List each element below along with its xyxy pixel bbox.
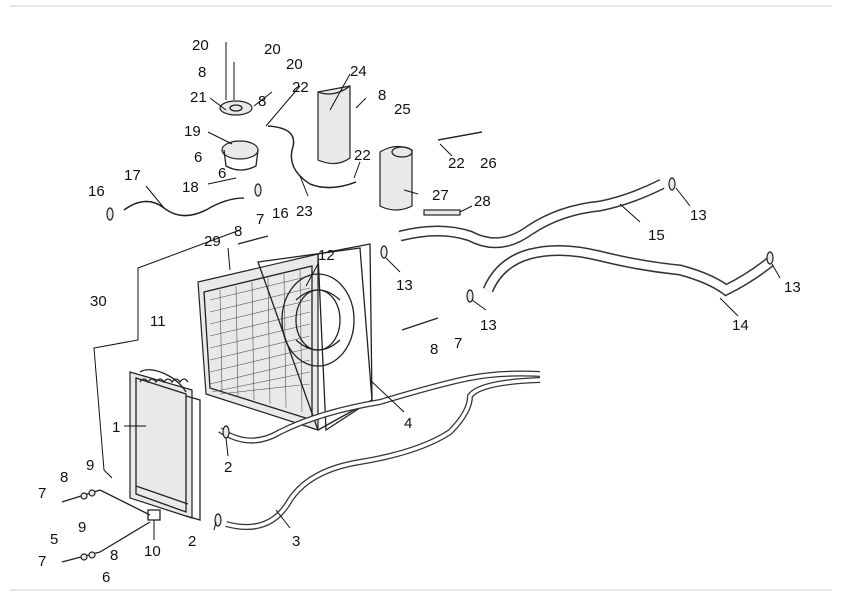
label-7d: 7 (38, 553, 46, 570)
callout-labels: 20 20 20 8 8 21 24 22 8 25 19 6 6 18 16 … (38, 37, 801, 586)
label-8d: 8 (234, 223, 242, 240)
coolant-pipes-4-3 (218, 370, 541, 530)
label-20c: 20 (286, 56, 303, 73)
label-15: 15 (648, 227, 665, 244)
label-25: 25 (394, 101, 411, 118)
label-22a: 22 (292, 79, 309, 96)
label-13d: 13 (784, 279, 801, 296)
leader-lines (124, 73, 781, 540)
label-22c: 22 (448, 155, 465, 172)
label-21: 21 (190, 89, 207, 106)
label-6a: 6 (194, 149, 202, 166)
label-12: 12 (318, 247, 335, 264)
label-13a: 13 (690, 207, 707, 224)
label-8a: 8 (198, 64, 206, 81)
label-16b: 16 (88, 183, 105, 200)
label-1: 1 (112, 419, 120, 436)
label-3: 3 (292, 533, 300, 550)
label-8c: 8 (378, 87, 386, 104)
label-23: 23 (296, 203, 313, 220)
label-26: 26 (480, 155, 497, 172)
label-20a: 20 (192, 37, 209, 54)
label-13b: 13 (396, 277, 413, 294)
oil-cooler (129, 369, 201, 521)
label-5: 5 (50, 531, 58, 548)
label-13c: 13 (480, 317, 497, 334)
label-18: 18 (182, 179, 199, 196)
label-8b: 8 (258, 93, 266, 110)
label-22b: 22 (354, 147, 371, 164)
label-16a: 16 (272, 205, 289, 222)
label-10: 10 (144, 543, 161, 560)
label-17: 17 (124, 167, 141, 184)
label-8e: 8 (430, 341, 438, 358)
label-2a: 2 (224, 459, 232, 476)
label-27: 27 (432, 187, 449, 204)
label-2b: 2 (188, 533, 196, 550)
thermostat-housing (219, 42, 259, 171)
label-28: 28 (474, 193, 491, 210)
hose-clamps (106, 177, 774, 527)
coolant-pipes-15-14 (398, 179, 774, 297)
label-11: 11 (150, 313, 166, 330)
label-7c: 7 (38, 485, 46, 502)
hoses (123, 125, 483, 217)
label-30: 30 (90, 293, 107, 310)
label-20b: 20 (264, 41, 281, 58)
label-14: 14 (732, 317, 749, 334)
coolant-reservoir (317, 85, 461, 216)
fasteners (61, 235, 439, 563)
label-29: 29 (204, 233, 221, 250)
label-6c: 6 (102, 569, 110, 586)
label-24: 24 (350, 63, 367, 80)
label-9b: 9 (78, 519, 86, 536)
radiator (197, 243, 373, 432)
label-7b: 7 (454, 335, 462, 352)
label-6b: 6 (218, 165, 226, 182)
assembly-outline (93, 229, 241, 479)
label-8f: 8 (60, 469, 68, 486)
label-9a: 9 (86, 457, 94, 474)
label-19: 19 (184, 123, 201, 140)
label-4: 4 (404, 415, 412, 432)
label-8g: 8 (110, 547, 118, 564)
label-7a: 7 (256, 211, 264, 228)
